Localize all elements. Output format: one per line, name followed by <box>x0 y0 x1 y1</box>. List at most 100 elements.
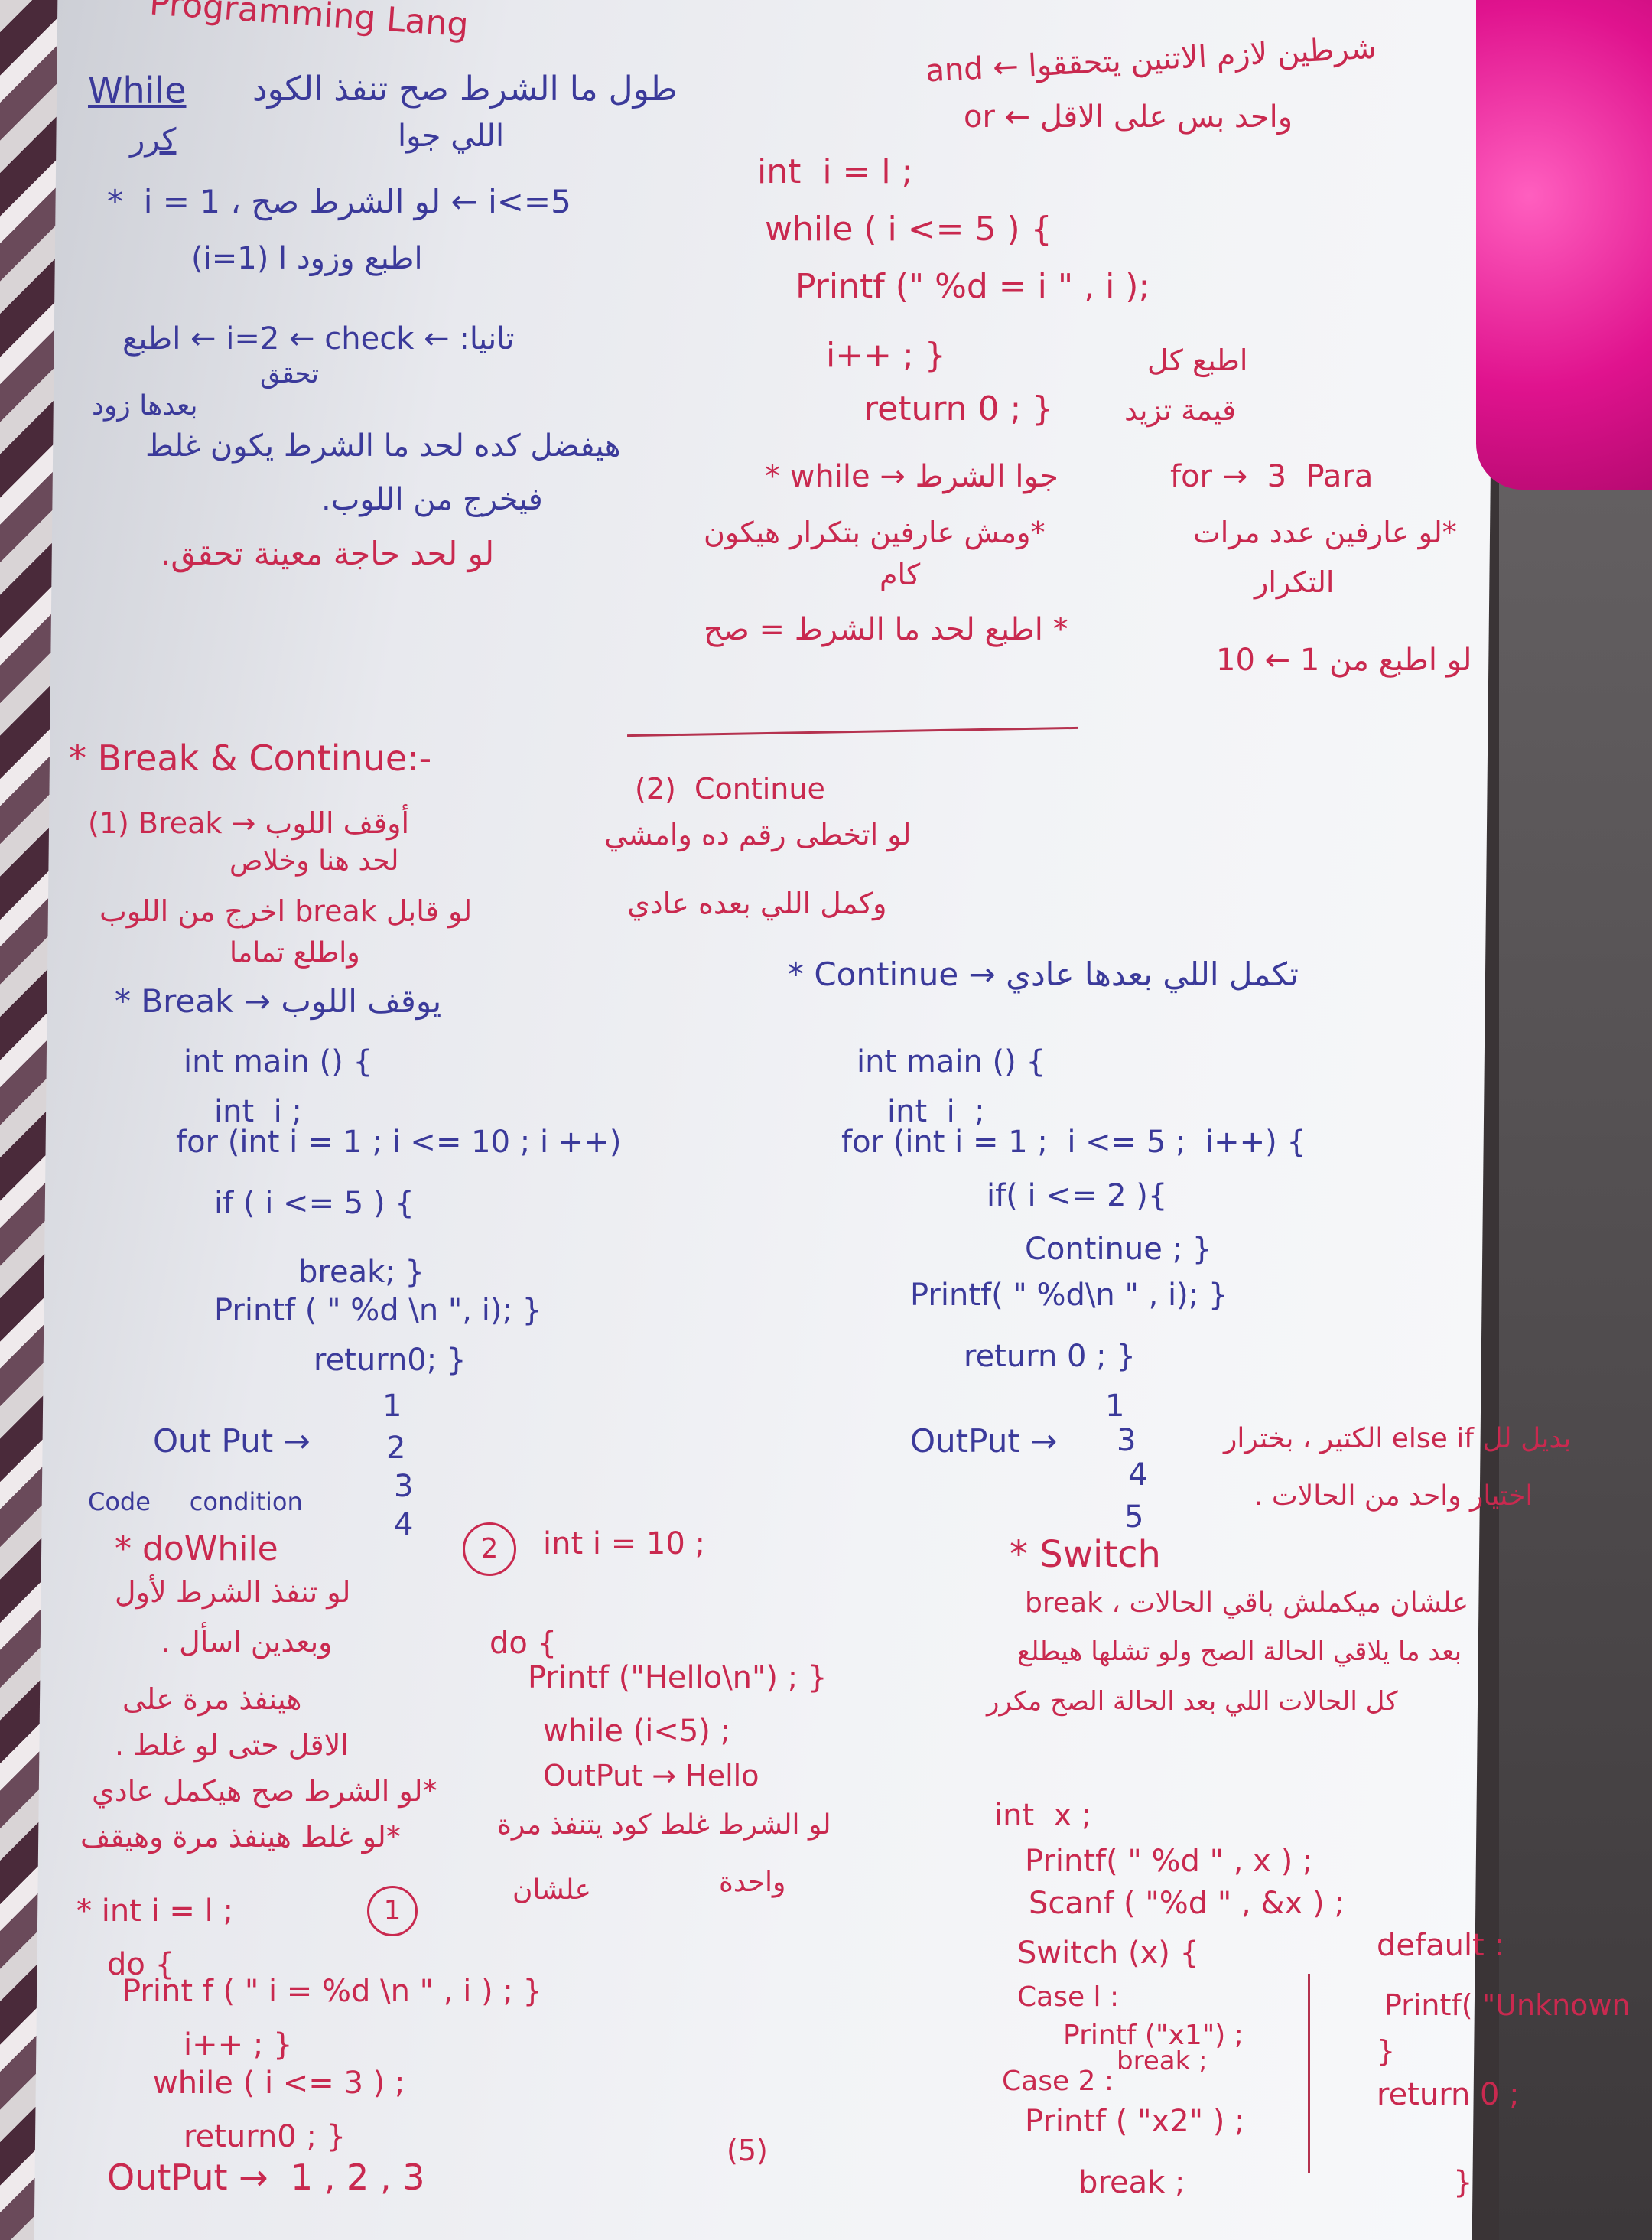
continue-def: (2) Continue <box>635 772 825 806</box>
switch-desc3: كل الحالات اللي بعد الحالة الصح مكرر <box>987 1686 1398 1717</box>
switch-divider <box>1308 1974 1310 2173</box>
output-value: 3 <box>1117 1423 1137 1458</box>
while-print-until: * اطبع لحد ما الشرط = صح <box>704 612 1068 647</box>
code-line: Switch (x) { <box>1017 1936 1200 1971</box>
output-value: 5 <box>1124 1499 1144 1535</box>
dowhile-output: OutPut → 1 , 2 , 3 <box>107 2157 425 2198</box>
for-known: *لو عارفين عدد مرات <box>1193 516 1457 549</box>
while-unknown: *ومش عارفين بتكرار هيكون <box>704 516 1046 549</box>
while-exit: فيخرج من اللوب. <box>321 482 543 517</box>
code-line: i++ ; } <box>184 2027 293 2063</box>
dowhile-title: * doWhile <box>115 1529 278 1568</box>
dowhile-note3: هينفذ مرة على <box>122 1682 302 1716</box>
output-value: 2 <box>386 1431 406 1466</box>
code-line: for (int i = 1 ; i <= 5 ; i++) { <box>841 1125 1306 1160</box>
code-line: int i = 10 ; <box>543 1526 706 1561</box>
output-value: 4 <box>1128 1457 1148 1493</box>
output-value: 3 <box>394 1469 414 1504</box>
dowhile-note5: *لو الشرط صح هيكمل عادي <box>92 1774 437 1808</box>
example2-number: 2 <box>463 1522 516 1576</box>
while-step2: تانيا: ← i=2 ← check ← اطبع <box>122 321 515 357</box>
code-line: for (int i = 1 ; i <= 10 ; i ++) <box>176 1125 622 1160</box>
while-compare: * while → جوا الشرط <box>765 459 1059 494</box>
or-note: واحد بس على الاقل ← or <box>964 99 1293 135</box>
for-print-range: لو اطبع من 1 ← 10 <box>1216 643 1472 678</box>
dowhile-note4: الاقل حتى لو غلط . <box>115 1728 349 1762</box>
code-line: Printf( " %d " , x ) ; <box>1025 1844 1313 1879</box>
code-line: while (i<5) ; <box>543 1714 731 1749</box>
code-line: int i ; <box>214 1094 302 1129</box>
code-line: Scanf ( "%d " , &x ) ; <box>1029 1886 1345 1921</box>
code-line: do { <box>107 1947 175 1982</box>
code-line: Printf (" %d = i " , i ); <box>795 267 1150 306</box>
dowhile-note2: وبعدين اسأل . <box>161 1625 333 1659</box>
while-increment: بعدها زود <box>92 390 198 422</box>
code-line: return 0 ; <box>1377 2077 1520 2112</box>
code-line: Printf ( "x2" ) ; <box>1025 2104 1245 2139</box>
dowhile-example-number: 1 <box>367 1886 418 1936</box>
while-inside: اللي جوا <box>398 119 505 154</box>
code-line: if( i <= 2 ){ <box>987 1178 1168 1213</box>
code-line: Case l : <box>1017 1981 1120 2013</box>
continue-def2: لو اتخطى رقم ده وامشي <box>604 818 912 851</box>
code-line: Printf ("x1") ; <box>1063 2020 1244 2051</box>
example2-output: OutPut → Hello <box>543 1759 759 1792</box>
code-line: int x ; <box>994 1798 1092 1833</box>
code-line: return0 ; } <box>184 2119 346 2154</box>
code-line: Printf( "Unknown <box>1384 1988 1631 2022</box>
code-line: int main () { <box>184 1044 372 1079</box>
code-line: while ( i <= 5 ) { <box>765 210 1052 249</box>
for-compare: for → 3 Para <box>1170 459 1374 494</box>
break-continue-title: * Break & Continue:- <box>69 737 432 779</box>
output-value: 1 <box>382 1389 402 1424</box>
break-def: (1) Break → أوقف اللوب <box>88 806 410 840</box>
while-until: لو لحد حاجة معينة تحقق. <box>161 535 495 572</box>
example2-note2: واحدة <box>719 1867 786 1898</box>
example2-note3: علشان <box>512 1874 591 1906</box>
while-desc: طول ما الشرط صح تنفذ الكود <box>252 70 678 109</box>
switch-title: * Switch <box>1010 1533 1161 1576</box>
code-line: default : <box>1377 1928 1504 1963</box>
code-line: break; } <box>298 1255 424 1290</box>
break-def4: واطلع تماما <box>229 937 360 969</box>
example2-note1: لو الشرط غلط كود يتنفذ مرة <box>497 1809 831 1841</box>
break-def3: لو قابل break اخرج من اللوب <box>99 894 473 928</box>
code-line: Case 2 : <box>1002 2066 1114 2097</box>
dowhile-note6: *لو غلط هينفذ مرة وهيقف <box>80 1820 401 1854</box>
while-repeat: كرر <box>130 122 177 158</box>
code-condition-label: Code condition <box>88 1487 303 1516</box>
code-line: Printf( " %d\n " , i); } <box>910 1278 1228 1313</box>
code-line: Print f ( " i = %d \n " , i ) ; } <box>122 1974 543 2009</box>
code-line: * int i = l ; <box>76 1893 233 1929</box>
switch-desc2: بعد ما يلاقي الحالة الصح ولو تشلها هيطلع <box>1017 1636 1462 1667</box>
while-step1b: اطبع وزود ا (i=1) <box>191 241 423 276</box>
code-line: while ( i <= 3 ) ; <box>153 2066 405 2101</box>
code-line: if ( i <= 5 ) { <box>214 1186 415 1221</box>
while-step1: * i = 1 ، لو الشرط صح ← i<=5 <box>107 183 571 220</box>
code-line: return 0 ; } <box>864 389 1054 428</box>
code-line: Continue ; } <box>1025 1232 1212 1267</box>
code-line: int i = l ; <box>757 152 913 191</box>
while-loop-until: هيفضل كده لحد ما الشرط يكون غلط <box>145 428 621 464</box>
switch-desc1: break ، علشان ميكملش باقي الحالات <box>1025 1587 1469 1619</box>
break-output-label: Out Put → <box>153 1422 311 1460</box>
code-line: int i ; <box>887 1094 985 1129</box>
while-label: While <box>88 70 187 111</box>
while-check: تحقق <box>260 359 319 389</box>
print-each-note2: قيمة تزيد <box>1124 393 1237 427</box>
code-line: } <box>1453 2165 1473 2200</box>
code-line: break ; <box>1117 2046 1208 2076</box>
print-each-note: اطبع كل <box>1147 343 1248 377</box>
code-line: int main () { <box>857 1044 1046 1079</box>
code-line: do { <box>489 1626 558 1661</box>
code-line: return 0 ; } <box>964 1339 1136 1374</box>
code-line: break ; <box>1078 2165 1185 2200</box>
for-known2: التكرار <box>1254 565 1335 599</box>
break-def2: لحد هنا وخلاص <box>229 845 399 877</box>
continue-output-label: OutPut → <box>910 1422 1058 1460</box>
while-unknown2: كام <box>880 558 921 591</box>
code-line: Printf ( " %d \n ", i); } <box>214 1293 542 1328</box>
pink-cup <box>1476 0 1652 490</box>
switch-note1: بديل لل else if الكتير ، بخترار <box>1224 1423 1572 1454</box>
code-line: Printf ("Hello\n") ; } <box>528 1660 828 1695</box>
